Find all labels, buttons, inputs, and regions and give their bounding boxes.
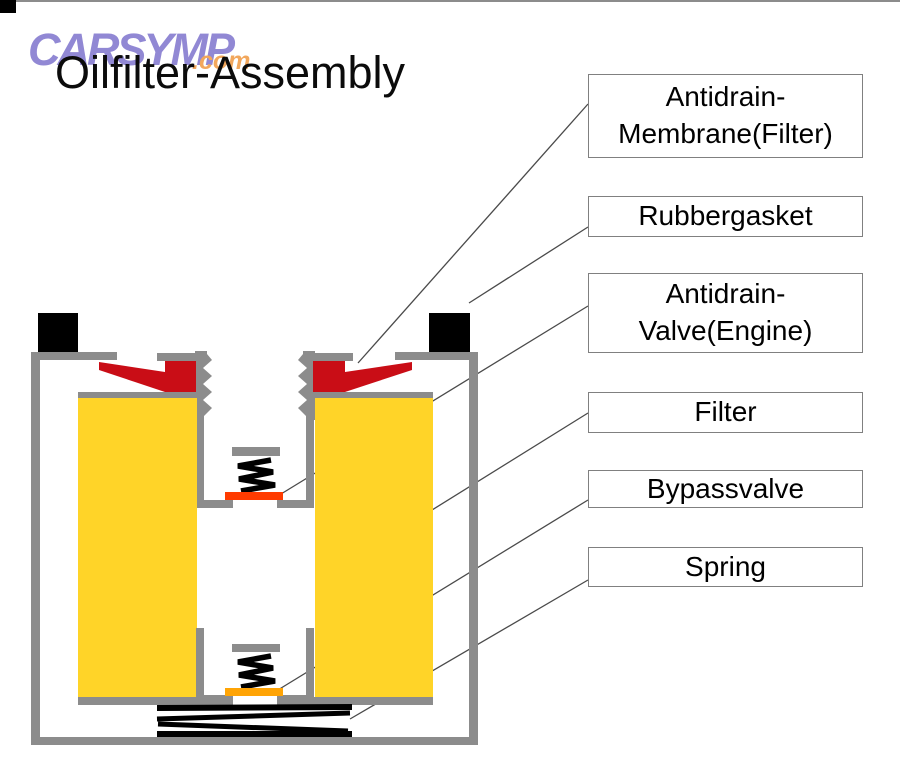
filter-base-right [277,697,433,705]
tube-wall-left-lower [196,628,204,703]
mount-block-left [38,313,78,352]
filter-cap-left [78,392,197,398]
label-rubbergasket-text: Rubbergasket [638,200,813,232]
antidrain-valve-disc [225,492,283,500]
mount-block-right [429,313,470,352]
label-antidrain-membrane-text: Antidrain- Membrane(Filter) [618,81,833,149]
tube-wall-right-upper [306,420,314,508]
leader-line-antidrain-membrane [357,103,589,364]
canister-rim-top-right [395,352,478,360]
leader-line-rubbergasket [468,226,589,304]
membrane-block-right [313,361,345,392]
label-filter: Filter [588,392,863,433]
membrane-flap-left [99,362,165,392]
filter-cap-right [315,392,433,398]
canister-wall-bottom [31,737,478,745]
filter-base-left [78,697,233,705]
label-antidrain-valve: Antidrain- Valve(Engine) [588,273,863,353]
canister-wall-right [469,352,478,745]
tube-ledge-right-upper [277,500,314,508]
antidrain-valve-spring-cap [232,447,280,456]
antidrain-valve-spring [237,457,276,494]
main-spring-coil-1 [156,704,353,711]
label-rubbergasket: Rubbergasket [588,196,863,237]
main-spring-coil-2 [156,710,351,722]
label-bypassvalve-text: Bypassvalve [646,472,805,504]
label-filter-text: Filter [694,396,757,428]
logo-dot-com: .com [192,47,251,75]
canister-wall-left [31,352,40,745]
logo-carsymp: CARSYMP [28,24,235,75]
tube-wall-left-upper [196,420,204,508]
membrane-flap-right [345,362,412,392]
label-antidrain-membrane: Antidrain- Membrane(Filter) [588,74,863,158]
canister-rim-inner-right [305,353,353,361]
tube-ledge-right-lower [277,695,314,703]
tube-ledge-left-upper [196,500,233,508]
filter-element-right [315,398,433,697]
label-bypassvalve: Bypassvalve [588,470,863,508]
thread-right [298,351,315,420]
page-title: Oilfilter-Assembly [55,47,406,98]
bypass-valve-spring [237,653,276,690]
filter-element-left [78,398,197,697]
bypass-valve-spring-cap [232,644,280,652]
canister-rim-top-left [31,352,117,360]
tube-wall-right-lower [306,628,314,703]
label-antidrain-valve-text: Antidrain- Valve(Engine) [638,278,813,346]
tube-ledge-left-lower [196,695,233,703]
thread-left [195,351,212,420]
main-spring-coil-3 [157,721,349,734]
top-border-line [0,0,900,2]
label-spring: Spring [588,547,863,587]
bypass-valve-disc [225,688,283,696]
corner-mark [0,0,16,13]
membrane-block-left [165,361,196,392]
label-spring-text: Spring [685,550,766,582]
canister-rim-inner-left [157,353,197,361]
